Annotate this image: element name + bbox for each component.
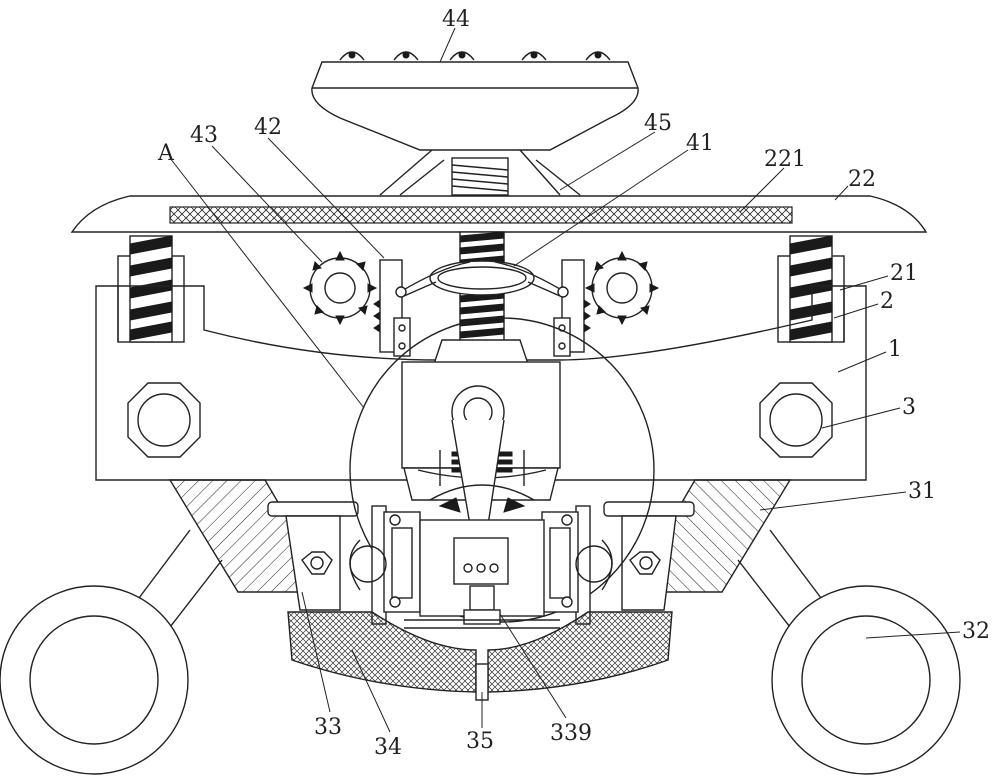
left-rack <box>373 259 411 357</box>
center-block <box>404 519 560 629</box>
central-housing <box>401 361 561 540</box>
label-A: A <box>157 141 175 166</box>
left-spring <box>117 235 185 343</box>
label-221: 221 <box>764 147 806 172</box>
tray-support <box>379 149 581 196</box>
detail-circle-A <box>349 317 655 623</box>
screw-column <box>431 231 531 371</box>
left-leg <box>0 479 301 775</box>
label-3: 3 <box>902 395 916 420</box>
right-roller <box>759 382 833 458</box>
left-gear <box>302 250 378 326</box>
label-35: 35 <box>466 729 494 754</box>
label-44: 44 <box>442 7 470 32</box>
label-45: 45 <box>644 111 672 136</box>
strip-221 <box>169 206 793 224</box>
right-gear <box>584 250 660 326</box>
label-32: 32 <box>962 619 990 644</box>
ring-41 <box>399 260 566 297</box>
label-339: 339 <box>550 721 592 746</box>
bottom-pad <box>287 611 673 701</box>
label-22: 22 <box>848 167 876 192</box>
label-33: 33 <box>314 715 342 740</box>
main-body <box>95 285 867 481</box>
label-42: 42 <box>254 115 282 140</box>
label-34: 34 <box>374 735 402 760</box>
label-2: 2 <box>880 289 894 314</box>
label-41: 41 <box>686 131 714 156</box>
right-clamp <box>541 505 613 625</box>
lower-mounts <box>267 501 695 611</box>
right-leg <box>659 479 961 775</box>
reference-labels: 44 43 42 A 45 41 221 22 21 2 1 3 31 32 3… <box>157 7 990 760</box>
top-tray <box>311 51 639 151</box>
leader-lines <box>169 27 961 733</box>
label-31: 31 <box>908 479 936 504</box>
label-43: 43 <box>190 123 218 148</box>
top-plate <box>70 195 928 233</box>
tray-nozzles <box>339 51 611 61</box>
left-clamp <box>349 505 421 625</box>
right-rack <box>553 259 591 357</box>
label-1: 1 <box>888 337 902 362</box>
label-21: 21 <box>890 261 918 286</box>
left-roller <box>127 382 201 458</box>
